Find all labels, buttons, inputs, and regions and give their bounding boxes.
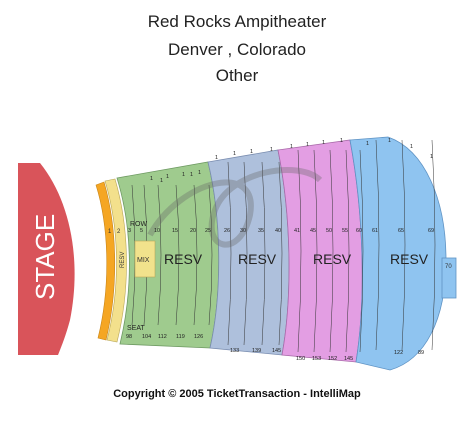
seat-count: 145 <box>272 348 281 354</box>
event-category: Other <box>215 66 259 85</box>
section-name-0: RESV <box>164 251 203 267</box>
row-one-label: 1 <box>290 144 293 150</box>
row-one-label: 1 <box>190 172 193 178</box>
row-label: 26 <box>224 228 230 234</box>
row-label: 30 <box>240 228 246 234</box>
row-label: 15 <box>172 228 178 234</box>
row-line <box>208 184 213 326</box>
row-line <box>193 184 198 326</box>
row-line <box>243 161 248 346</box>
row-label: 3 <box>128 228 131 234</box>
row-one-label: 1 <box>160 178 163 184</box>
front-arc-label-2: 2 <box>117 229 121 235</box>
row-line <box>157 184 162 326</box>
row-label: 60 <box>356 228 362 234</box>
row-label: 41 <box>294 228 300 234</box>
row-header: ROW <box>130 221 148 228</box>
row-one-label: 1 <box>306 142 309 148</box>
row-label: 61 <box>372 228 378 234</box>
row-label: 50 <box>326 228 332 234</box>
section-box-70[interactable] <box>441 257 457 299</box>
row-line <box>261 161 266 346</box>
seat-count: 152 <box>328 356 337 362</box>
row-label: 25 <box>205 228 211 234</box>
seat-count: 104 <box>142 334 151 340</box>
seat-count: 122 <box>394 350 403 356</box>
row-label: 40 <box>275 228 281 234</box>
row-one-label: 1 <box>182 172 185 178</box>
row-line <box>359 149 364 353</box>
row-line <box>313 149 318 353</box>
seat-count: 119 <box>176 334 185 340</box>
row-one-label: 1 <box>198 170 201 176</box>
row-one-label: 1 <box>388 138 391 144</box>
row-one-label: 1 <box>322 140 325 146</box>
section-name-3: RESV <box>390 251 429 267</box>
row-line <box>329 149 334 353</box>
row-label: 5 <box>140 228 143 234</box>
row-line <box>431 139 436 351</box>
seat-count: 133 <box>230 348 239 354</box>
row-label: 20 <box>190 228 196 234</box>
seat-count: 126 <box>194 334 203 340</box>
seat-count: 150 <box>296 356 305 362</box>
front-arc-orange[interactable] <box>95 181 116 341</box>
row-label: 65 <box>398 228 404 234</box>
row-one-label: 1 <box>366 141 369 147</box>
row-line <box>345 149 350 353</box>
row-one-label: 1 <box>250 149 253 155</box>
row-one-label: 1 <box>410 144 413 150</box>
seat-count: 98 <box>126 334 132 340</box>
front-arc-yellow[interactable] <box>104 178 127 343</box>
section-lightblue[interactable] <box>349 136 447 371</box>
section-name-1: RESV <box>238 251 277 267</box>
seat-count: 89 <box>418 350 424 356</box>
venue-location: Denver , Colorado <box>168 40 306 59</box>
copyright: Copyright © 2005 TicketTransaction - Int… <box>113 388 361 400</box>
row-one-label: 1 <box>270 147 273 153</box>
row-line <box>401 139 406 351</box>
front-resv-label: RESV <box>120 252 126 268</box>
mix-label: MIX <box>137 257 150 264</box>
row-line <box>297 149 302 353</box>
box-70-label: 70 <box>445 264 452 270</box>
row-label: 35 <box>258 228 264 234</box>
row-one-label: 1 <box>430 154 433 160</box>
front-arc-label-1: 1 <box>108 229 112 235</box>
row-one-label: 1 <box>340 138 343 144</box>
row-label: 55 <box>342 228 348 234</box>
mix-box[interactable] <box>134 240 156 278</box>
venue-title: Red Rocks Ampitheater <box>147 12 327 31</box>
stage-label: STAGE <box>30 214 60 300</box>
row-one-label: 1 <box>166 174 169 180</box>
row-label: 45 <box>310 228 316 234</box>
row-lines <box>131 139 436 353</box>
stage[interactable] <box>18 163 75 355</box>
row-one-label: 1 <box>215 155 218 161</box>
row-line <box>278 161 283 346</box>
seat-count: 145 <box>344 356 353 362</box>
row-one-label: 1 <box>233 151 236 157</box>
seat-count: 153 <box>312 356 321 362</box>
mix-swirl <box>147 167 323 248</box>
seat-count: 112 <box>158 334 167 340</box>
row-label: 69 <box>428 228 434 234</box>
row-line <box>175 184 180 326</box>
row-one-label: 1 <box>150 176 153 182</box>
section-name-2: RESV <box>313 251 352 267</box>
row-line <box>227 161 232 346</box>
seat-header: SEAT <box>127 325 145 332</box>
row-label: 10 <box>154 228 160 234</box>
seat-count: 139 <box>252 348 261 354</box>
row-line <box>375 139 380 351</box>
